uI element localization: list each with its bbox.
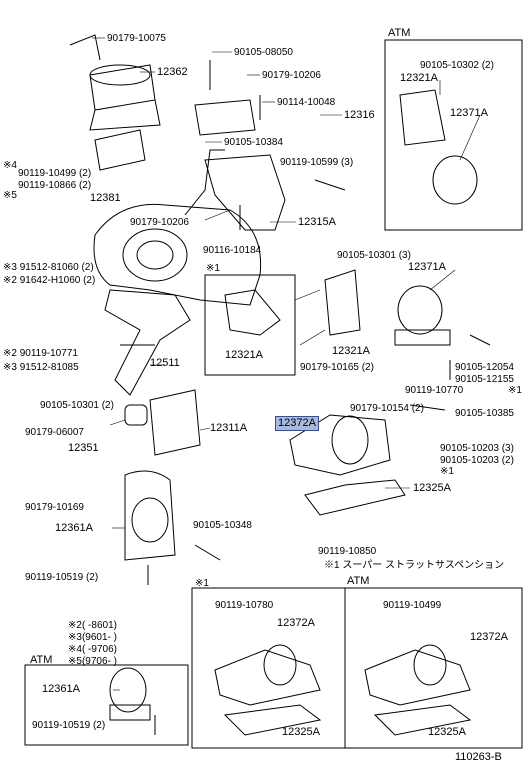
marker-label: ※5 xyxy=(3,190,17,201)
part-label[interactable]: 90119-10499 xyxy=(383,600,442,611)
bracket-12315A xyxy=(204,154,286,231)
part-label[interactable]: 90119-10850 xyxy=(318,546,377,557)
part-label[interactable]: 12321A xyxy=(225,349,263,361)
part-label[interactable]: 12371A xyxy=(408,261,446,273)
part-label-highlighted[interactable]: 12372A xyxy=(275,416,319,431)
part-label[interactable]: 90179-10206 xyxy=(130,217,189,228)
part-label[interactable]: ※2 91642-H1060 (2) xyxy=(3,275,96,286)
part-label[interactable]: 12316 xyxy=(344,109,375,121)
model-range-note: ※5(9706- ) xyxy=(68,656,117,667)
part-label[interactable]: 12511 xyxy=(150,357,180,369)
part-label[interactable]: 12381 xyxy=(90,192,121,204)
part-label[interactable]: 90105-10203 (2) xyxy=(440,455,514,466)
engine-block xyxy=(93,203,262,306)
part-label[interactable]: 12371A xyxy=(450,107,488,119)
part-label[interactable]: 12361A xyxy=(42,683,80,695)
part-label[interactable]: 12325A xyxy=(282,726,320,738)
part-label[interactable]: 90105-08050 xyxy=(234,47,293,58)
part-label[interactable]: 12362 xyxy=(157,66,188,78)
part-label[interactable]: 12372A xyxy=(470,631,508,643)
model-range-note: ※2( -8601) xyxy=(68,620,117,631)
part-label[interactable]: 90119-10770 xyxy=(405,385,464,396)
part-label[interactable]: 12325A xyxy=(428,726,466,738)
part-label[interactable]: 12325A xyxy=(413,482,451,494)
bracket-12311A xyxy=(149,389,201,456)
bracket-12325A xyxy=(304,479,406,516)
part-label[interactable]: 90105-10301 (2) xyxy=(40,400,114,411)
part-label[interactable]: 90105-10203 (3) xyxy=(440,443,514,454)
model-range-note: ※3(9601- ) xyxy=(68,632,117,643)
part-label[interactable]: ※2 90119-10771 xyxy=(3,348,78,359)
part-label[interactable]: 90105-10302 (2) xyxy=(420,60,494,71)
bracket-12316 xyxy=(194,99,256,136)
part-label[interactable]: 12361A xyxy=(55,522,93,534)
bracket-12511 xyxy=(104,289,191,396)
bottom-comparison-box xyxy=(191,587,523,749)
mount-12371A xyxy=(397,285,443,335)
part-label[interactable]: 90179-10169 xyxy=(25,502,84,513)
part-label[interactable]: 90119-10599 (3) xyxy=(280,157,354,168)
marker-label: ※4 xyxy=(3,160,17,171)
part-label[interactable]: ※3 91512-81060 (2) xyxy=(3,262,94,273)
part-label[interactable]: 90119-10866 (2) xyxy=(18,180,92,191)
part-label[interactable]: 90116-10184 xyxy=(203,245,262,256)
part-label[interactable]: 90179-10075 xyxy=(107,33,166,44)
bracket-12321A xyxy=(324,269,361,336)
part-label[interactable]: 90179-10206 xyxy=(262,70,321,81)
part-label[interactable]: 12372A xyxy=(277,617,315,629)
atm-header: ATM xyxy=(30,654,53,666)
part-label[interactable]: 90105-10385 xyxy=(455,408,514,419)
part-label[interactable]: 90119-10780 xyxy=(215,600,274,611)
atm-header: ATM xyxy=(388,27,411,39)
sheet-number: 110263-B xyxy=(455,751,502,763)
part-label[interactable]: 90119-10519 (2) xyxy=(25,572,99,583)
part-label[interactable]: 90119-10499 (2) xyxy=(18,168,92,179)
mount-12351 xyxy=(124,404,148,426)
part-label[interactable]: 90114-10048 xyxy=(277,97,336,108)
part-label[interactable]: 12321A xyxy=(400,72,438,84)
star1-box xyxy=(204,274,296,376)
mount-12372A xyxy=(289,414,391,476)
mount-12361A xyxy=(124,470,176,561)
atm-box-bottom-left xyxy=(24,664,189,746)
footnote-super-strut: ※1 スーパー ストラットサスペンション xyxy=(324,560,505,571)
marker-label: ※1 xyxy=(440,466,454,477)
part-label[interactable]: ※3 91512-81085 xyxy=(3,362,79,373)
bracket-12381 xyxy=(94,129,146,171)
part-label[interactable]: 90179-10165 (2) xyxy=(300,362,374,373)
part-label[interactable]: 90105-10384 xyxy=(224,137,283,148)
marker-label: ※1 xyxy=(508,385,522,396)
part-label[interactable]: 90105-10348 xyxy=(193,520,252,531)
star1-header: ※1 xyxy=(195,578,209,589)
part-label[interactable]: 12311A xyxy=(210,422,248,434)
star1-header: ※1 xyxy=(206,263,220,274)
atm-box-top-right xyxy=(384,39,523,231)
part-label[interactable]: 12351 xyxy=(68,442,99,454)
part-label[interactable]: 90179-06007 xyxy=(25,427,84,438)
atm-header: ATM xyxy=(347,575,370,587)
part-label[interactable]: 90105-10301 (3) xyxy=(337,250,411,261)
part-label[interactable]: 90105-12054 xyxy=(455,362,514,373)
part-label[interactable]: 12315A xyxy=(298,216,336,228)
part-label[interactable]: 90119-10519 (2) xyxy=(32,720,106,731)
part-label[interactable]: 90179-10154 (2) xyxy=(350,403,424,414)
model-range-note: ※4( -9706) xyxy=(68,644,117,655)
part-label[interactable]: 12321A xyxy=(332,345,370,357)
part-label[interactable]: 90105-12155 xyxy=(455,374,514,385)
